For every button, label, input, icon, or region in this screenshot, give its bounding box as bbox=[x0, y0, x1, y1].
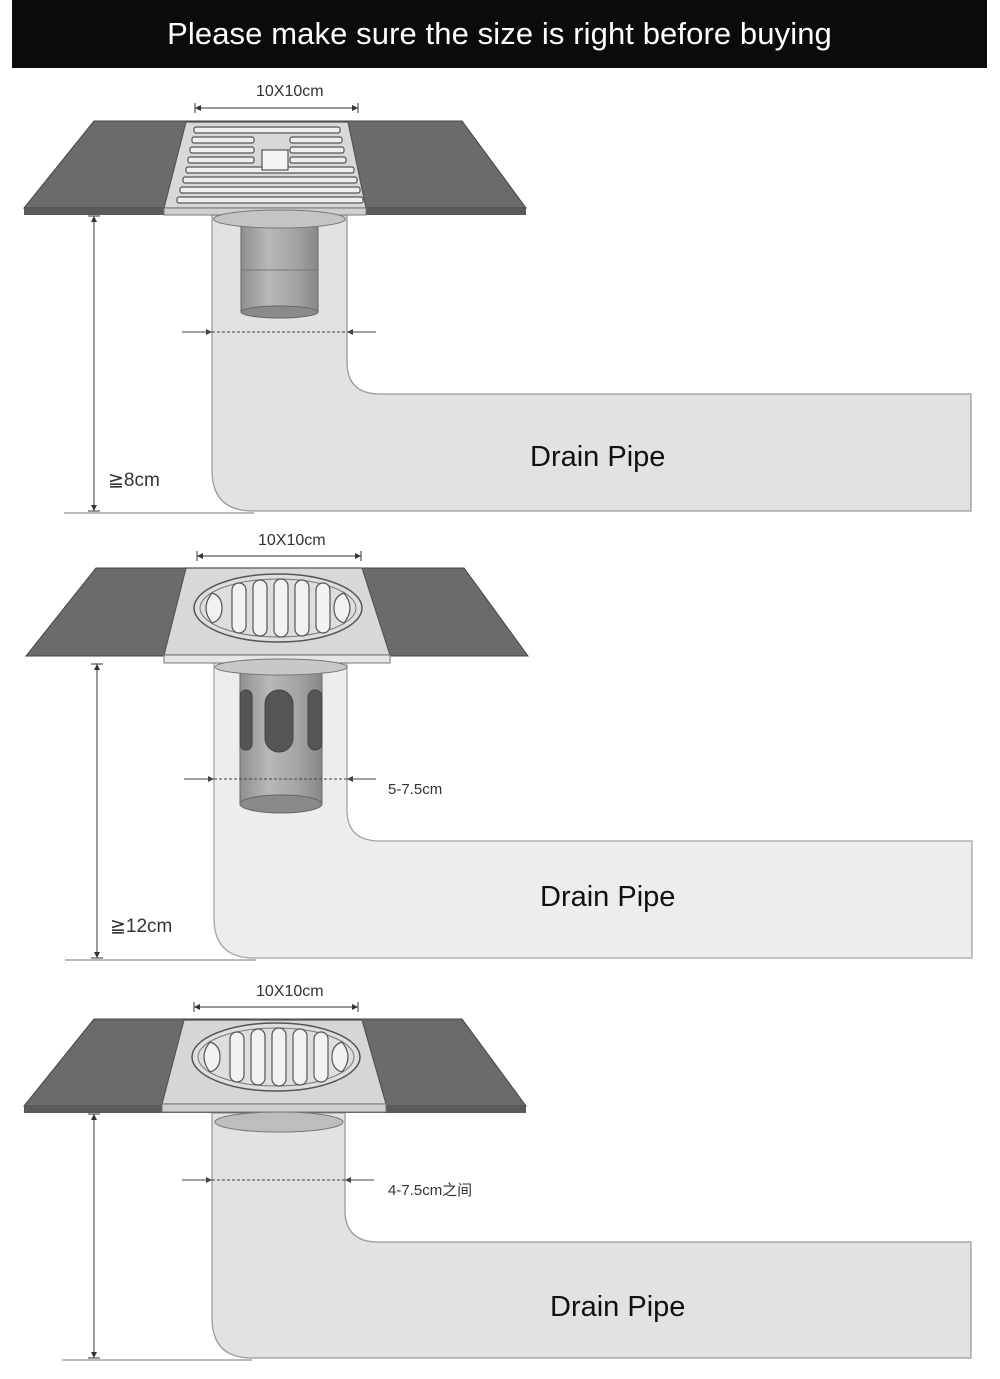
oval-slot-grate-icon-3 bbox=[191, 1022, 361, 1092]
pipe-diameter-dimension-3 bbox=[182, 1177, 374, 1183]
grate-width-dimension-1 bbox=[194, 103, 359, 113]
height-dimension-2 bbox=[65, 663, 256, 961]
header-banner: Please make sure the size is right befor… bbox=[12, 0, 987, 68]
pipe-diameter-label-3: 4-7.5cm之间 bbox=[388, 1182, 472, 1199]
grate-width-dimension-3 bbox=[193, 1002, 359, 1012]
pipe-diameter-dimension-1 bbox=[182, 329, 376, 335]
height-dimension-1 bbox=[64, 215, 254, 514]
diagram-2: 5-7.5cm 10X10cm ≧12cm Drain Pipe bbox=[24, 532, 973, 961]
drain-pipe-1 bbox=[211, 211, 972, 512]
pipe-diameter-label-2: 5-7.5cm bbox=[388, 781, 442, 798]
oval-slot-grate-icon bbox=[193, 573, 363, 643]
pipe-label-1: Drain Pipe bbox=[530, 441, 665, 473]
grate-width-dimension-2 bbox=[196, 551, 362, 561]
diagram-1: 10X10cm ≧8cm Drain Pipe bbox=[22, 83, 972, 514]
pipe-label-2: Drain Pipe bbox=[540, 881, 675, 913]
height-label-2: ≧12cm bbox=[110, 916, 172, 937]
diagram-3: 4-7.5cm之间 10X10cm Drain Pipe bbox=[22, 983, 972, 1361]
pipe-label-3: Drain Pipe bbox=[550, 1291, 685, 1323]
grate-size-label-1: 10X10cm bbox=[256, 83, 324, 100]
grate-size-label-3: 10X10cm bbox=[256, 983, 324, 1000]
linear-slot-grate-icon bbox=[176, 126, 364, 204]
height-label-1: ≧8cm bbox=[108, 470, 160, 491]
drain-pipe-2 bbox=[213, 659, 973, 959]
drain-pipe-3 bbox=[211, 1112, 972, 1359]
insert-cylinder-1 bbox=[240, 219, 319, 313]
banner-text: Please make sure the size is right befor… bbox=[167, 16, 832, 51]
grate-size-label-2: 10X10cm bbox=[258, 532, 326, 549]
pipe-diameter-dimension-2 bbox=[184, 776, 376, 782]
grate-plate-edge-3 bbox=[161, 1103, 387, 1113]
height-dimension-3 bbox=[62, 1113, 252, 1361]
